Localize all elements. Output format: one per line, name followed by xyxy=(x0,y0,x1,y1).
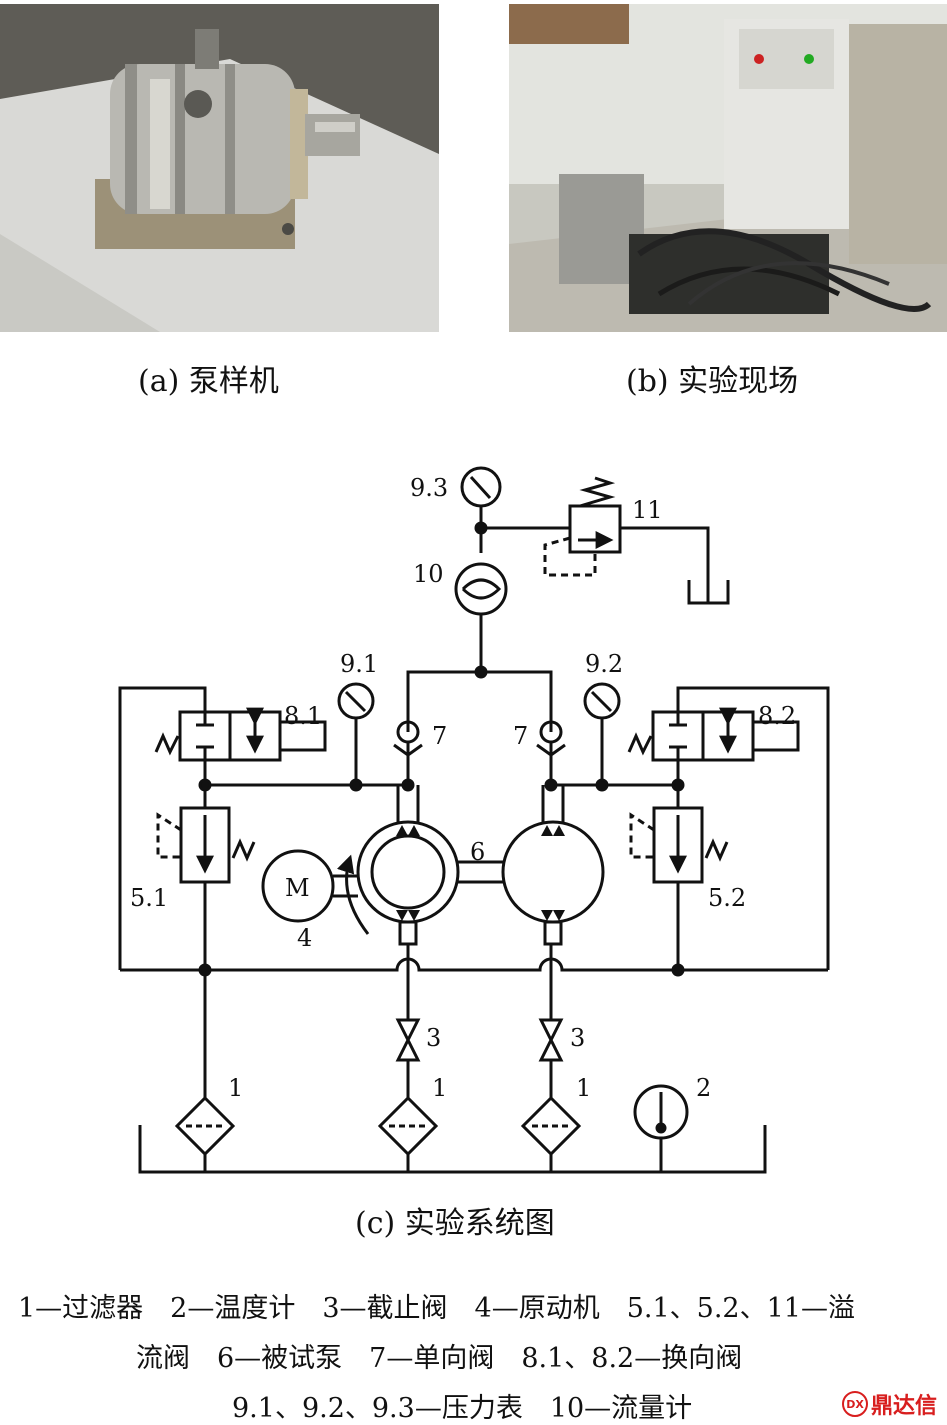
relief-valve-5-2 xyxy=(629,806,729,884)
label-dir-valve-8-1: 8.1 xyxy=(284,702,322,730)
caption-a: (a) 泵样机 xyxy=(138,364,279,399)
stop-valve-3-right xyxy=(538,1018,564,1062)
label-filter-1-a: 1 xyxy=(228,1074,243,1102)
pressure-gauge-9-2 xyxy=(583,682,621,720)
pressure-gauge-9-1 xyxy=(337,682,375,720)
label-motor-m: M xyxy=(285,874,310,902)
label-gauge-9-2: 9.2 xyxy=(585,650,623,678)
label-relief-5-1: 5.1 xyxy=(130,884,168,912)
label-gauge-9-3: 9.3 xyxy=(410,474,448,502)
motor-4 xyxy=(261,849,370,935)
label-check-7-left: 7 xyxy=(432,722,447,750)
legend-line-3: 9.1、9.2、9.3—压力表 10—流量计 xyxy=(232,1393,693,1424)
flowmeter-10 xyxy=(454,562,508,616)
label-filter-1-c: 1 xyxy=(576,1074,591,1102)
caption-c: (c) 实验系统图 xyxy=(355,1206,555,1241)
label-thermometer-2: 2 xyxy=(696,1074,711,1102)
label-filter-1-b: 1 xyxy=(432,1074,447,1102)
filter-1-c xyxy=(520,1095,582,1157)
label-flowmeter-10: 10 xyxy=(413,560,444,588)
hydraulic-system-diagram: 9.3 11 10 9.1 9.2 8.1 8.2 7 7 6 M 4 5.1 … xyxy=(118,466,830,1174)
watermark-logo-icon: DX xyxy=(842,1391,868,1417)
label-relief-5-2: 5.2 xyxy=(708,884,746,912)
photo-experiment-site xyxy=(509,4,947,332)
legend-line-1: 1—过滤器 2—温度计 3—截止阀 4—原动机 5.1、5.2、11—溢 xyxy=(18,1293,855,1324)
thermometer-2 xyxy=(633,1084,689,1140)
label-stop-3-left: 3 xyxy=(426,1024,441,1052)
filter-1-b xyxy=(377,1095,439,1157)
filter-1-a xyxy=(174,1095,236,1157)
legend-line-2: 流阀 6—被试泵 7—单向阀 8.1、8.2—换向阀 xyxy=(136,1343,743,1374)
label-motor-4: 4 xyxy=(297,924,312,952)
label-dir-valve-8-2: 8.2 xyxy=(758,702,796,730)
label-pump-6: 6 xyxy=(470,838,485,866)
stop-valve-3-left xyxy=(395,1018,421,1062)
oil-tank xyxy=(138,1125,767,1174)
watermark: DX 鼎达信 xyxy=(842,1388,937,1420)
label-stop-3-right: 3 xyxy=(570,1024,585,1052)
tank-return xyxy=(687,580,730,605)
label-valve-11: 11 xyxy=(632,496,663,524)
photo-pump-prototype xyxy=(0,4,439,332)
caption-b: (b) 实验现场 xyxy=(626,364,799,399)
label-check-7-right: 7 xyxy=(513,722,528,750)
pressure-gauge-9-3 xyxy=(460,466,502,508)
label-gauge-9-1: 9.1 xyxy=(340,650,378,678)
relief-valve-5-1 xyxy=(156,806,256,884)
watermark-text: 鼎达信 xyxy=(871,1394,938,1419)
